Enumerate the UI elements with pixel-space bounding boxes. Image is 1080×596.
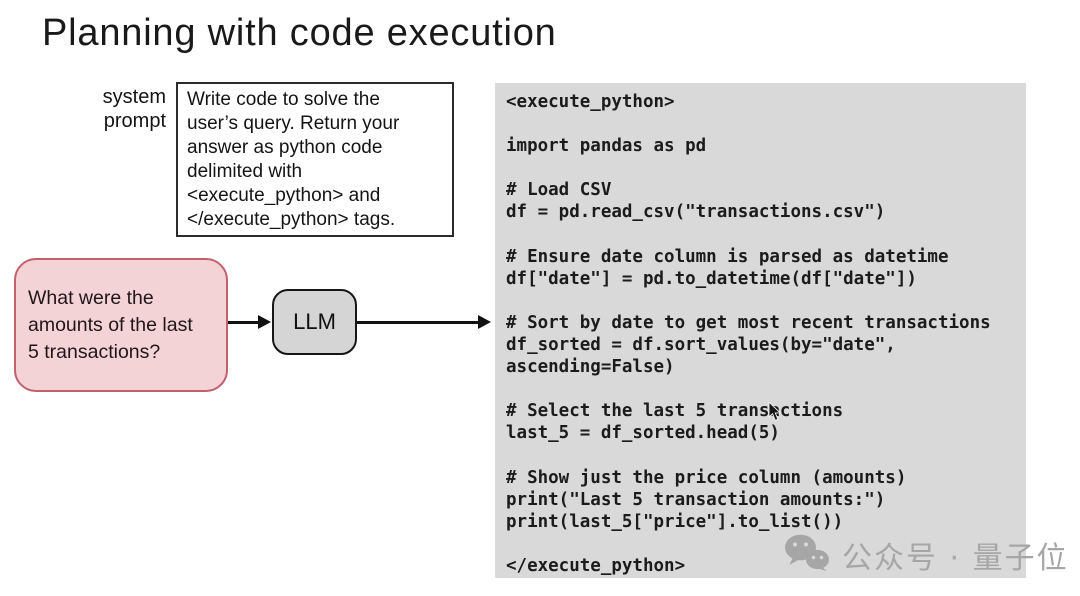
watermark: 公众号 · 量子位: [784, 533, 1069, 577]
code-line: [506, 224, 1026, 246]
mouse-cursor-icon: [768, 400, 782, 427]
wechat-icon: [784, 534, 830, 577]
code-line: last_5 = df_sorted.head(5): [506, 423, 780, 444]
code-line: print("Last 5 transaction amounts:"): [506, 489, 886, 510]
arrow-llm-to-code-line: [357, 321, 478, 324]
code-line: df["date"] = pd.to_datetime(df["date"]): [506, 268, 917, 289]
system-prompt-label: system prompt: [102, 86, 166, 132]
user-query-text: What were the amounts of the last 5 tran…: [28, 286, 193, 363]
code-line: [506, 157, 1026, 179]
system-prompt-box: Write code to solve the user’s query. Re…: [176, 82, 454, 237]
watermark-text: 公众号 · 量子位: [842, 541, 1069, 576]
code-line: [506, 290, 1026, 312]
arrow-llm-to-code-head: [478, 315, 491, 329]
arrow-query-to-llm-line: [228, 321, 260, 324]
code-line: </execute_python>: [506, 555, 686, 576]
code-line: # Load CSV: [506, 180, 612, 201]
code-line: import pandas as pd: [506, 136, 707, 157]
llm-box: LLM: [272, 289, 357, 355]
code-line: # Ensure date column is parsed as dateti…: [506, 246, 949, 267]
code-line: ascending=False): [506, 357, 675, 378]
code-line: <execute_python>: [506, 92, 675, 112]
code-line: # Show just the price column (amounts): [506, 467, 907, 488]
code-line: [506, 445, 1026, 467]
code-line: # Sort by date to get most recent transa…: [506, 312, 991, 333]
slide-title: Planning with code execution: [42, 12, 557, 54]
code-block: <execute_python> import pandas as pd # L…: [495, 83, 1026, 578]
code-line: [506, 113, 1026, 135]
llm-label: LLM: [293, 309, 336, 334]
code-line: # Select the last 5 transactions: [506, 401, 844, 422]
user-query-box: What were the amounts of the last 5 tran…: [14, 258, 228, 392]
code-line: print(last_5["price"].to_list()): [506, 511, 844, 532]
arrow-query-to-llm-head: [258, 315, 271, 329]
code-line: df = pd.read_csv("transactions.csv"): [506, 202, 886, 223]
code-line: [506, 378, 1026, 400]
code-line: df_sorted = df.sort_values(by="date",: [506, 335, 896, 356]
